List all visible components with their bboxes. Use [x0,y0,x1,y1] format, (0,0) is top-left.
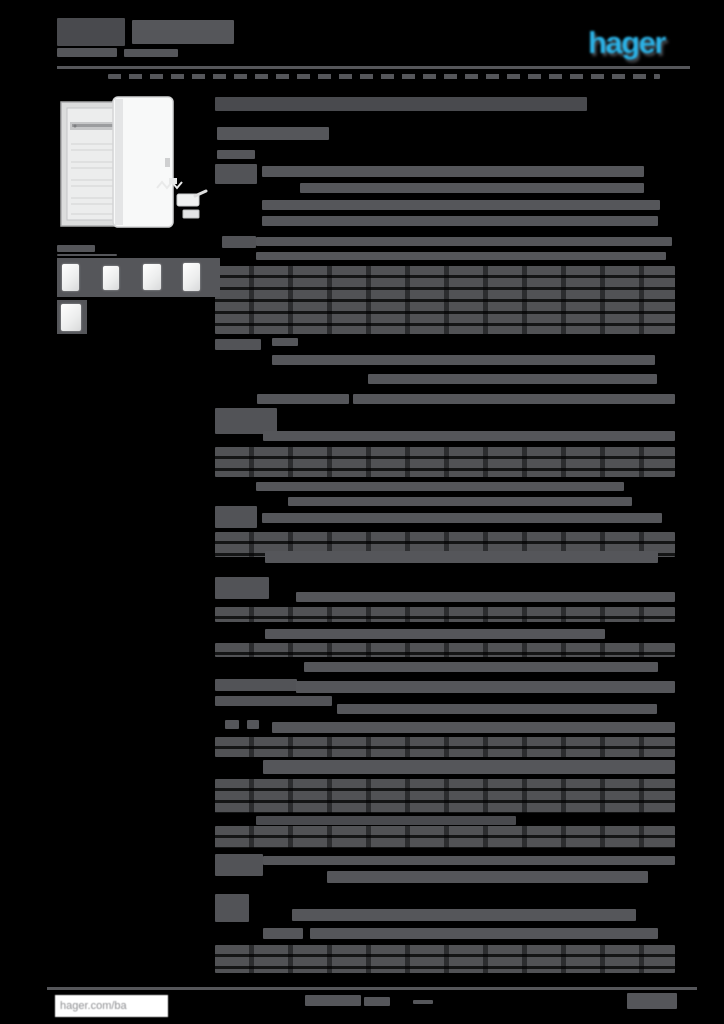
redacted-text-line [215,577,269,599]
redacted-text-line [215,607,675,622]
redacted-text-line [215,506,257,528]
redacted-text-line [263,856,675,865]
redacted-text-line [108,74,660,79]
footer-website: hager.com/ba [55,995,168,1017]
redacted-text-line [215,339,261,350]
redacted-text-line [304,662,658,672]
redacted-text-line [327,871,648,883]
redacted-text-line [272,338,298,346]
redacted-text-line [215,164,257,184]
redacted-text-line [215,779,675,813]
redacted-text-line [215,894,249,922]
redacted-text-line [263,928,303,939]
redacted-text-line [217,150,255,159]
product-thumbnail [62,264,79,291]
product-thumbnail [103,266,119,290]
horizontal-rule [47,987,697,990]
redacted-text-line [262,513,662,523]
redacted-text-line [413,1000,433,1004]
redacted-text-line [57,48,117,57]
horizontal-rule [57,66,690,69]
redacted-text-line [296,592,675,602]
redacted-text-line [217,127,329,140]
redacted-text-line [272,355,655,365]
redacted-text-line [247,720,259,729]
product-thumbnail [61,304,81,331]
redacted-text-line [263,760,675,774]
redacted-text-line [57,18,125,46]
redacted-text-line [262,216,658,226]
redacted-text-line [256,816,516,825]
redacted-text-line [627,993,677,1009]
redacted-text-line [256,482,624,491]
redacted-text-line [215,97,587,111]
redacted-text-line [215,826,675,848]
redacted-text-line [353,394,675,404]
product-photo [57,92,209,234]
redacted-text-line [310,928,658,939]
redacted-text-line [124,49,178,57]
redacted-text-line [225,720,239,729]
redacted-text-line [215,447,675,477]
redacted-text-line [132,20,234,44]
redacted-text-line [256,252,666,260]
redacted-text-line [222,236,256,248]
redacted-text-line [262,200,660,210]
redacted-text-line [265,551,658,563]
product-thumbnail [183,263,200,291]
redacted-text-line [263,431,675,441]
redacted-text-line [364,997,390,1006]
redacted-text-line [215,696,332,706]
product-thumbnail [143,264,161,290]
redacted-text-line [215,266,675,334]
hager-logo: hager [588,25,666,60]
redacted-text-line [272,722,675,733]
redacted-text-line [300,183,644,193]
redacted-text-line [265,629,605,639]
redacted-text-line [305,995,361,1006]
redacted-text-line [368,374,657,384]
redacted-text-line [288,497,632,506]
redacted-text-line [215,679,297,691]
redacted-text-line [337,704,657,714]
redacted-text-line [215,643,675,657]
redacted-text-line [57,245,95,252]
enclosure-illustration [60,96,208,228]
redacted-text-line [215,945,675,973]
redacted-text-line [215,854,263,876]
redacted-text-line [215,408,277,434]
redacted-text-line [256,237,672,246]
redacted-text-line [292,909,636,921]
redacted-text-line [262,166,644,177]
redacted-text-line [57,254,117,256]
redacted-text-line [215,737,675,757]
redacted-text-line [296,681,675,693]
redacted-text-line [257,394,349,404]
